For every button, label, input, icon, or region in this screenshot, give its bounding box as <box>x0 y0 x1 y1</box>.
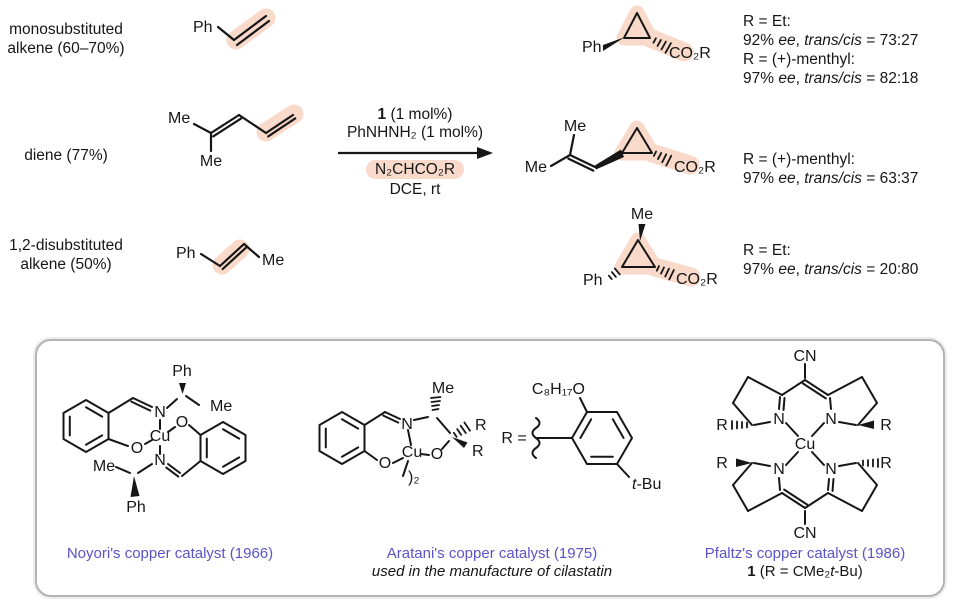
pfaltz-caption: Pfaltz's copper catalyst (1986) <box>704 545 906 562</box>
product1-bonds <box>603 12 672 54</box>
pfaltz-catalyst-structure: CN N N Cu N N R R R R CN <box>716 348 892 542</box>
r-equals-label: R = <box>501 430 526 447</box>
atom-label-cn-bottom: CN <box>793 525 816 542</box>
atom-label-alkoxy: C₈H₁₇O <box>532 381 585 398</box>
result-line: R = Et: <box>743 13 791 30</box>
atom-label-me-left: Me <box>525 159 547 176</box>
row1-label: monosubstituted alkene (60–70%) <box>0 21 132 58</box>
catalyst-panel <box>35 339 945 597</box>
atom-label-tbu: t-Bu <box>632 476 661 493</box>
result-line: R = (+)-menthyl: <box>743 51 855 68</box>
atom-label-me: Me <box>631 206 653 223</box>
styrene-structure: Ph <box>193 8 276 50</box>
atom-label-n: N <box>401 416 413 433</box>
product3-bonds <box>608 224 675 281</box>
result-line: 97% ee, trans/cis = 82:18 <box>743 70 919 87</box>
atom-label-n-bl: N <box>773 461 785 478</box>
atom-label-me-top: Me <box>168 110 190 127</box>
product1-structure: Ph CO₂R <box>582 5 711 62</box>
conditions-line1: 1 (1 mol%) <box>377 106 453 123</box>
atom-label-me-bottom: Me <box>93 458 115 475</box>
product2-structure: Me Me CO₂R <box>525 118 716 176</box>
result-line: 97% ee, trans/cis = 20:80 <box>743 261 919 278</box>
aratani-subcaption: used in the manufacture of cilastatin <box>371 563 613 580</box>
atom-label-r-upper: R <box>475 417 487 434</box>
pfaltz-formula: 1 (R = CMe₂t-Bu) <box>747 563 863 580</box>
atom-label-ph: Ph <box>582 39 602 56</box>
row2-label: diene (77%) <box>0 147 132 166</box>
conditions-reagent-row: N₂CHCO₂R <box>335 160 495 179</box>
atom-label-ph: Ph <box>193 19 213 36</box>
atom-label-cu: Cu <box>795 436 815 453</box>
atom-label-ester: CO₂R <box>676 271 718 288</box>
atom-label-r-br: R <box>880 455 892 472</box>
atom-label-o-left: O <box>379 455 391 472</box>
atom-label-n-tl: N <box>773 411 785 428</box>
conditions-line2: PhNHNH₂ (1 mol%) <box>346 124 484 141</box>
atom-label-o-right: O <box>176 414 188 431</box>
atom-label-o-left: O <box>131 440 143 457</box>
atom-label-me: Me <box>432 380 454 397</box>
pfaltz-bonds <box>731 363 879 525</box>
atom-label-n-tr: N <box>825 411 837 428</box>
atom-label-ph: Ph <box>176 245 196 262</box>
diene-bonds <box>192 113 297 153</box>
atom-label-n-top: N <box>154 404 166 421</box>
row1-label-line1: monosubstituted <box>9 21 123 38</box>
styrene-bonds <box>216 14 271 47</box>
diene-structure: Me Me <box>168 104 304 170</box>
noyori-caption: Noyori's copper catalyst (1966) <box>66 545 274 562</box>
atom-label-r-tr: R <box>880 417 892 434</box>
reagent-highlight: N₂CHCO₂R <box>365 160 465 179</box>
product3-structure: Me Ph CO₂R <box>583 206 718 289</box>
atom-label-me-top: Me <box>564 118 586 135</box>
row1-label-line2: alkene (60–70%) <box>7 39 125 57</box>
atom-label-n-bottom: N <box>154 452 166 469</box>
product2-bonds <box>549 127 673 172</box>
row3-label-line1: 1,2-disubstituted <box>9 237 123 254</box>
conditions-solvent: DCE, rt <box>389 181 441 198</box>
atom-label-ph: Ph <box>583 272 603 289</box>
result-line: R = Et: <box>743 242 791 259</box>
aratani-caption: Aratani's copper catalyst (1975) <box>386 545 598 562</box>
row1-results: R = Et: 92% ee, trans/cis = 73:27 R = (+… <box>743 12 918 88</box>
atom-label-r-bl: R <box>716 455 728 472</box>
result-line: 92% ee, trans/cis = 73:27 <box>743 32 919 49</box>
atom-label-me: Me <box>262 252 284 269</box>
atom-label-cu: Cu <box>150 428 170 445</box>
result-line: 97% ee, trans/cis = 63:37 <box>743 170 919 187</box>
atom-label-o-right: O <box>431 446 443 463</box>
aratani-bonds <box>318 396 633 478</box>
atom-label-me-bottom: Me <box>200 153 222 170</box>
noyori-bonds <box>62 383 247 497</box>
atom-label-n-br: N <box>825 461 837 478</box>
reaction-arrow <box>338 147 493 159</box>
noyori-catalyst-structure: Ph Me N O Cu O N Me Ph <box>62 363 247 516</box>
atom-label-ester: CO₂R <box>674 159 716 176</box>
arrowhead-icon <box>477 147 493 159</box>
alkene12-structure: Ph Me <box>176 239 284 275</box>
atom-label-me-top: Me <box>210 398 232 415</box>
alkene12-bonds <box>199 242 261 271</box>
row3-label: 1,2-disubstituted alkene (50%) <box>0 237 132 274</box>
atom-label-r-lower: R <box>472 443 484 460</box>
aratani-catalyst-structure: Me N Cu O O R R )₂ R = C₈H₁₇O t-Bu <box>318 380 661 493</box>
atom-label-r-tl: R <box>716 417 728 434</box>
atom-label-ester: CO₂R <box>669 45 711 62</box>
atom-label-ph-top: Ph <box>172 363 192 380</box>
row3-results: R = Et: 97% ee, trans/cis = 20:80 <box>743 241 918 279</box>
dimer-subscript: )₂ <box>408 469 420 486</box>
atom-label-cn-top: CN <box>793 348 816 365</box>
row2-results: R = (+)-menthyl: 97% ee, trans/cis = 63:… <box>743 150 918 188</box>
atom-label-cu: Cu <box>402 444 422 461</box>
result-line: R = (+)-menthyl: <box>743 151 855 168</box>
atom-label-ph-bottom: Ph <box>126 499 146 516</box>
row3-label-line2: alkene (50%) <box>20 255 112 273</box>
row2-label-line1: diene (77%) <box>24 147 108 164</box>
